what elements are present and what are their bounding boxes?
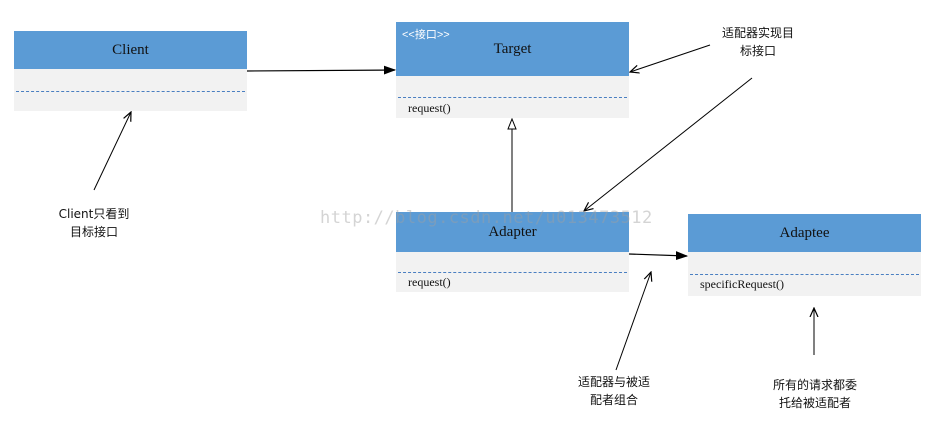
adaptee-class: Adaptee specificRequest() [688,214,921,296]
adapter-method: request() [408,275,451,289]
adapter-class-header: Adapter [396,212,629,252]
target-class: <<接口>> Target request() [396,22,629,118]
adapter-class-divider [398,272,627,273]
note-adapter-implements-line2: 标接口 [739,44,776,58]
target-class-header: <<接口>> Target [396,22,629,76]
note-delegate-line2: 托给被适配者 [778,396,851,410]
note-adapter-combines-line1: 适配器与被适 [577,375,650,389]
note-client-sees-line2: 目标接口 [69,225,118,239]
note-adapter-implements: 适配器实现目 标接口 [708,24,808,60]
client-class: Client [14,31,247,111]
note-adapter-combines-arrow [615,272,651,371]
adapter-adaptee-association [628,254,687,256]
target-class-divider [398,97,627,98]
adaptee-class-name: Adaptee [779,224,830,241]
adapter-class: Adapter request() [396,212,629,292]
client-class-name: Client [112,41,149,58]
note-client-sees-line1: Client只看到 [58,207,130,221]
note-adapter-combines-line2: 配者组合 [589,393,638,407]
target-stereotype: <<接口>> [402,29,450,41]
note-adapter-combines: 适配器与被适 配者组合 [564,373,664,409]
note-client-sees: Client只看到 目标接口 [44,205,144,241]
note-adapter-implements-line1: 适配器实现目 [721,26,794,40]
client-class-divider [16,91,245,92]
adaptee-method: specificRequest() [700,277,784,291]
adaptee-class-divider [690,274,919,275]
client-class-header: Client [14,31,247,69]
note-adapter-implements-arrow-to-target [630,44,711,72]
note-delegate-line1: 所有的请求都委 [772,378,857,392]
adaptee-class-header: Adaptee [688,214,921,252]
note-delegate: 所有的请求都委 托给被适配者 [760,376,870,412]
watermark: http://blog.csdn.net/u013473512 [320,208,653,228]
adapter-class-name: Adapter [488,223,537,240]
target-class-name: Target [493,40,532,57]
client-target-association [246,70,395,71]
note-client-sees-arrow [93,112,131,191]
target-method: request() [408,101,451,115]
note-adapter-implements-arrow-to-adapter [584,77,753,211]
